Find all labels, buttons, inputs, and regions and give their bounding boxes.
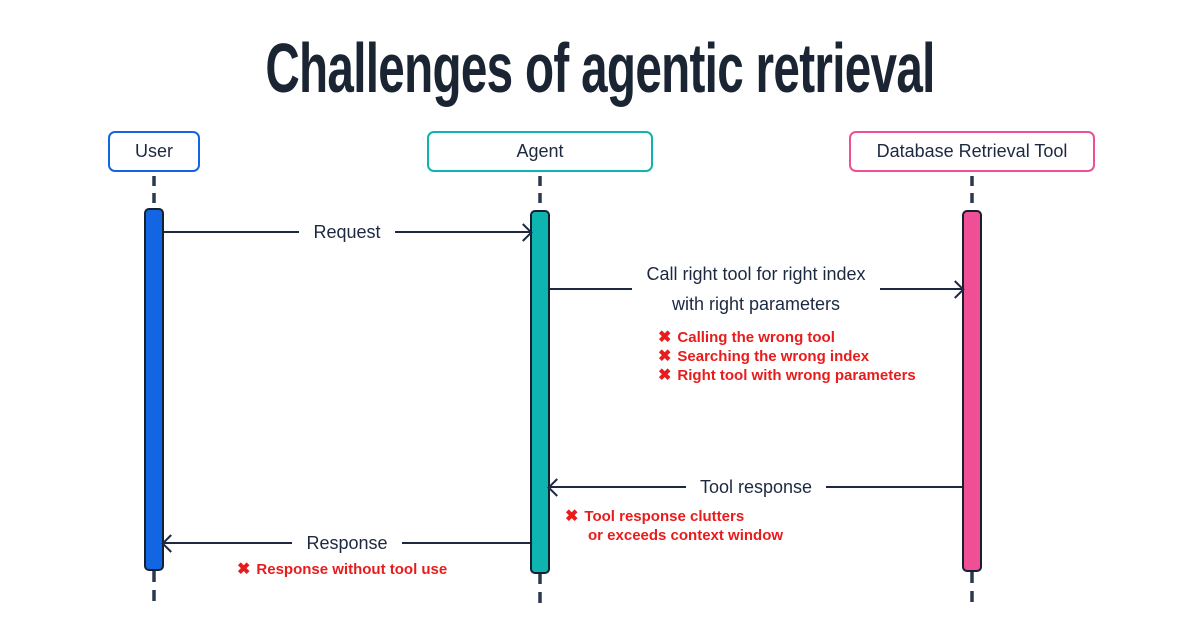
failure-item: ✖ Searching the wrong index [658,347,916,366]
message-call-right-tool: Call right tool for right index with rig… [550,257,965,321]
message-label-line2: with right parameters [671,294,841,314]
actor-label-user: User [134,141,173,161]
failure-text: or exceeds context window [588,527,784,544]
message-line [550,486,686,488]
arrowhead-right-icon [946,279,965,299]
message-line [879,288,963,290]
failure-text: Searching the wrong index [677,348,870,365]
message-label-call-right-tool: Call right tool for right index with rig… [646,259,865,319]
message-request: Request [164,219,533,245]
arrowhead-left-icon [161,533,180,553]
actor-box-user: User [108,131,200,172]
message-tool-response: Tool response [547,474,963,500]
failure-item: ✖ Calling the wrong tool [658,328,916,347]
actor-box-database-retrieval-tool: Database Retrieval Tool [849,131,1095,172]
failure-text: Calling the wrong tool [677,329,835,346]
actor-box-agent: Agent [427,131,653,172]
message-line [394,231,531,233]
failure-item-continuation: or exceeds context window [588,526,783,545]
actor-label-agent: Agent [516,141,564,161]
message-line [401,542,530,544]
x-mark-icon: ✖ [237,560,251,578]
activation-bar-agent [530,210,550,574]
message-label-tool-response: Tool response [699,476,813,497]
x-mark-icon: ✖ [565,507,579,525]
failure-note-response: ✖ Response without tool use [237,560,447,579]
actor-label-database-retrieval-tool: Database Retrieval Tool [876,141,1068,161]
diagram-title: Challenges of agentic retrieval [265,29,935,107]
x-mark-icon: ✖ [658,366,672,384]
failure-text: Tool response clutters [584,508,745,525]
message-line [164,542,293,544]
message-label-line1: Call right tool for right index [646,264,866,284]
message-label-response: Response [306,532,388,553]
failure-item: ✖ Right tool with wrong parameters [658,366,916,385]
x-mark-icon: ✖ [658,328,672,346]
message-line [550,288,633,290]
message-line [164,231,300,233]
message-line [826,486,963,488]
failure-note-call: ✖ Calling the wrong tool ✖ Searching the… [658,328,916,385]
arrowhead-right-icon [514,222,533,242]
failure-item: ✖ Response without tool use [237,560,447,579]
message-label-request: Request [313,221,381,242]
failure-item: ✖ Tool response clutters [565,507,783,526]
x-mark-icon: ✖ [658,347,672,365]
failure-text: Right tool with wrong parameters [677,367,916,384]
arrowhead-left-icon [547,477,566,497]
failure-note-tool-response: ✖ Tool response clutters or exceeds cont… [565,507,783,545]
activation-bar-tool [962,210,982,572]
message-response: Response [161,530,530,556]
activation-bar-user [144,208,164,571]
failure-text: Response without tool use [256,561,448,578]
